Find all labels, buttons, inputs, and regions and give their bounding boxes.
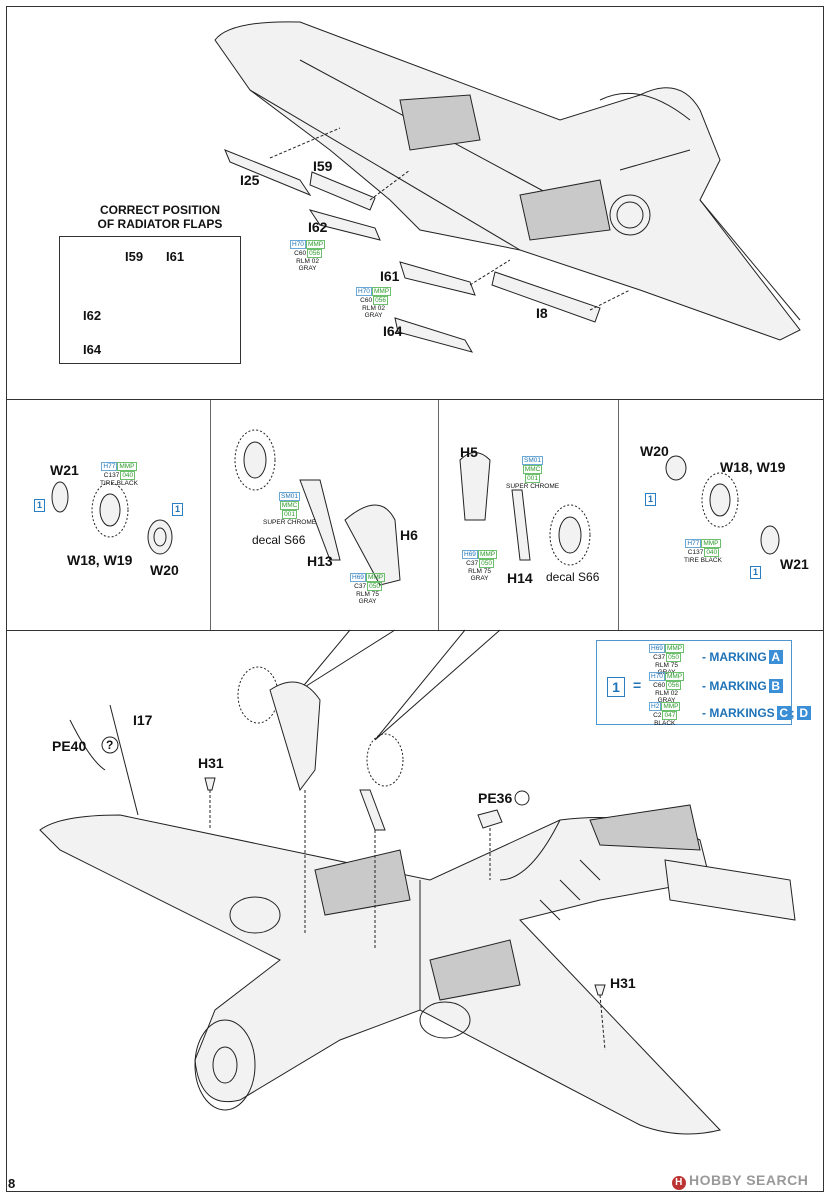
- part-label-h13: H13: [307, 553, 333, 569]
- radiator-inset-box: [59, 236, 241, 364]
- decal-label-left: decal S66: [252, 533, 306, 547]
- part-label-i17: I17: [133, 712, 153, 728]
- radiator-inset-title: CORRECT POSITION OF RADIATOR FLAPS: [97, 203, 223, 231]
- inset-label-i59: I59: [125, 249, 144, 264]
- part-label-i64: I64: [383, 323, 403, 339]
- part-label-w20-left: W20: [150, 562, 179, 578]
- page-frame: [6, 6, 824, 1192]
- color-code-chrome-right: SM01 MMC 001 SUPER CHROME: [506, 456, 560, 490]
- part-label-i62: I62: [308, 219, 328, 235]
- color-code-chrome-left: SM01 MMC 001 SUPER CHROME: [263, 492, 317, 526]
- inset-label-i64: I64: [83, 342, 102, 357]
- inset-label-i62: I62: [83, 308, 102, 323]
- part-label-w21-left: W21: [50, 462, 79, 478]
- inset-label-i61: I61: [166, 249, 185, 264]
- divider-middle: [6, 630, 824, 631]
- legend-number: 1: [607, 677, 625, 697]
- top-wing-drawing: [214, 21, 801, 341]
- marking-box-right-1: 1: [645, 493, 656, 506]
- part-label-h31-right: H31: [610, 975, 636, 991]
- callout-wedge-left: [299, 629, 396, 691]
- watermark-logo-icon: H: [672, 1176, 686, 1190]
- part-label-h14: H14: [507, 570, 533, 586]
- part-label-i59: I59: [313, 158, 333, 174]
- part-label-pe36: PE36: [478, 790, 513, 806]
- aircraft-drawing: [39, 666, 796, 1135]
- question-mark-symbol: ?: [106, 738, 114, 752]
- part-label-w18-w19-right: W18, W19: [720, 459, 786, 475]
- part-label-w20-right: W20: [640, 443, 669, 459]
- part-label-w21-right: W21: [780, 556, 809, 572]
- legend-equals: =: [633, 677, 642, 693]
- part-label-pe40: PE40: [52, 738, 87, 754]
- part-label-h6: H6: [400, 527, 418, 543]
- marking-box-right-2: 1: [750, 566, 761, 579]
- top-flap-parts: [224, 127, 631, 353]
- part-label-h31-left: H31: [198, 755, 224, 771]
- marking-box-left-2: 1: [172, 503, 183, 516]
- page-number: 8: [8, 1176, 16, 1191]
- wheel-drawings: [51, 429, 780, 586]
- part-label-w18-w19-left: W18, W19: [67, 552, 133, 568]
- callout-wedge-right: [374, 629, 501, 741]
- marking-box-left-1: 1: [34, 499, 45, 512]
- part-label-i61: I61: [380, 268, 400, 284]
- divider-top: [6, 399, 824, 400]
- part-label-i25: I25: [240, 172, 260, 188]
- decal-label-right: decal S66: [546, 570, 600, 584]
- divider-panel-3: [618, 400, 619, 630]
- part-label-i8: I8: [536, 305, 548, 321]
- divider-panel-1: [210, 400, 211, 630]
- divider-panel-2: [438, 400, 439, 630]
- part-label-h5: H5: [460, 444, 478, 460]
